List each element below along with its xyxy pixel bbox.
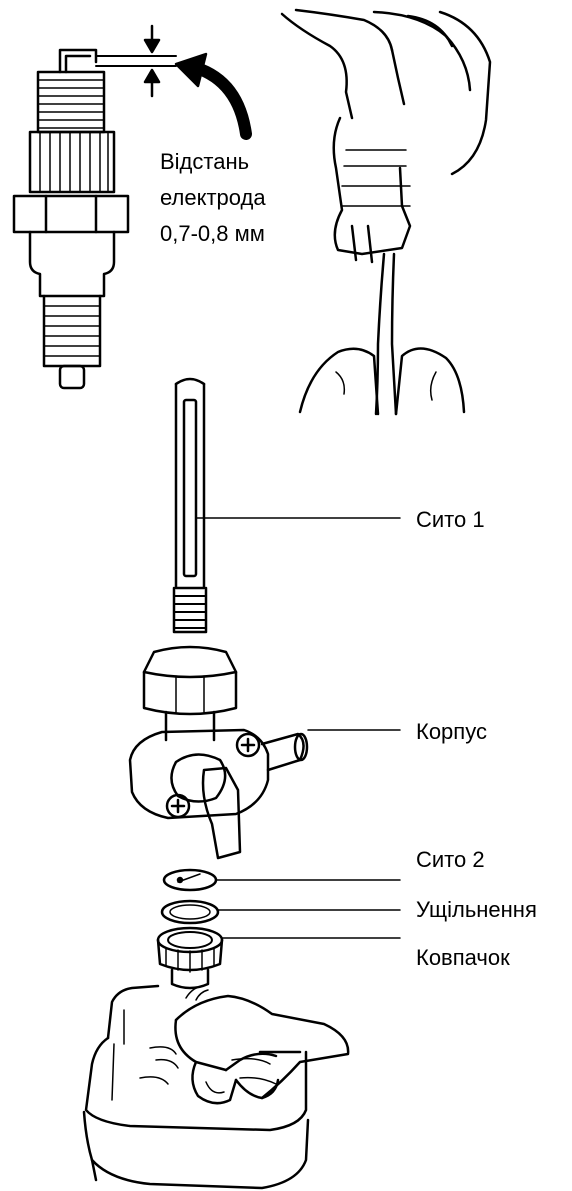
- label-cap: Ковпачок: [416, 940, 510, 976]
- label-seal: Ущільнення: [416, 892, 537, 928]
- gap-note-line-3: 0,7-0,8 мм: [160, 216, 266, 252]
- spark-plug-illustration: [14, 50, 128, 388]
- sieve-1-illustration: [174, 379, 206, 632]
- valve-body-illustration: [130, 647, 307, 858]
- leader-lines: [196, 518, 400, 938]
- gap-note-line-2: електрода: [160, 180, 266, 216]
- label-sieve-2: Сито 2: [416, 842, 485, 878]
- cap-illustration: [158, 928, 222, 988]
- label-body: Корпус: [416, 714, 487, 750]
- label-sieve-1: Сито 1: [416, 502, 485, 538]
- seal-ring-illustration: [162, 901, 218, 923]
- electrode-gap-note: Відстань електрода 0,7-0,8 мм: [160, 144, 266, 252]
- gap-note-line-1: Відстань: [160, 144, 266, 180]
- wash-tray-illustration: [84, 986, 348, 1188]
- cleaning-hands-illustration: [282, 10, 490, 414]
- sieve-2-illustration: [164, 870, 216, 890]
- curved-arrow-icon: [176, 54, 246, 134]
- gap-indicator: [96, 26, 176, 96]
